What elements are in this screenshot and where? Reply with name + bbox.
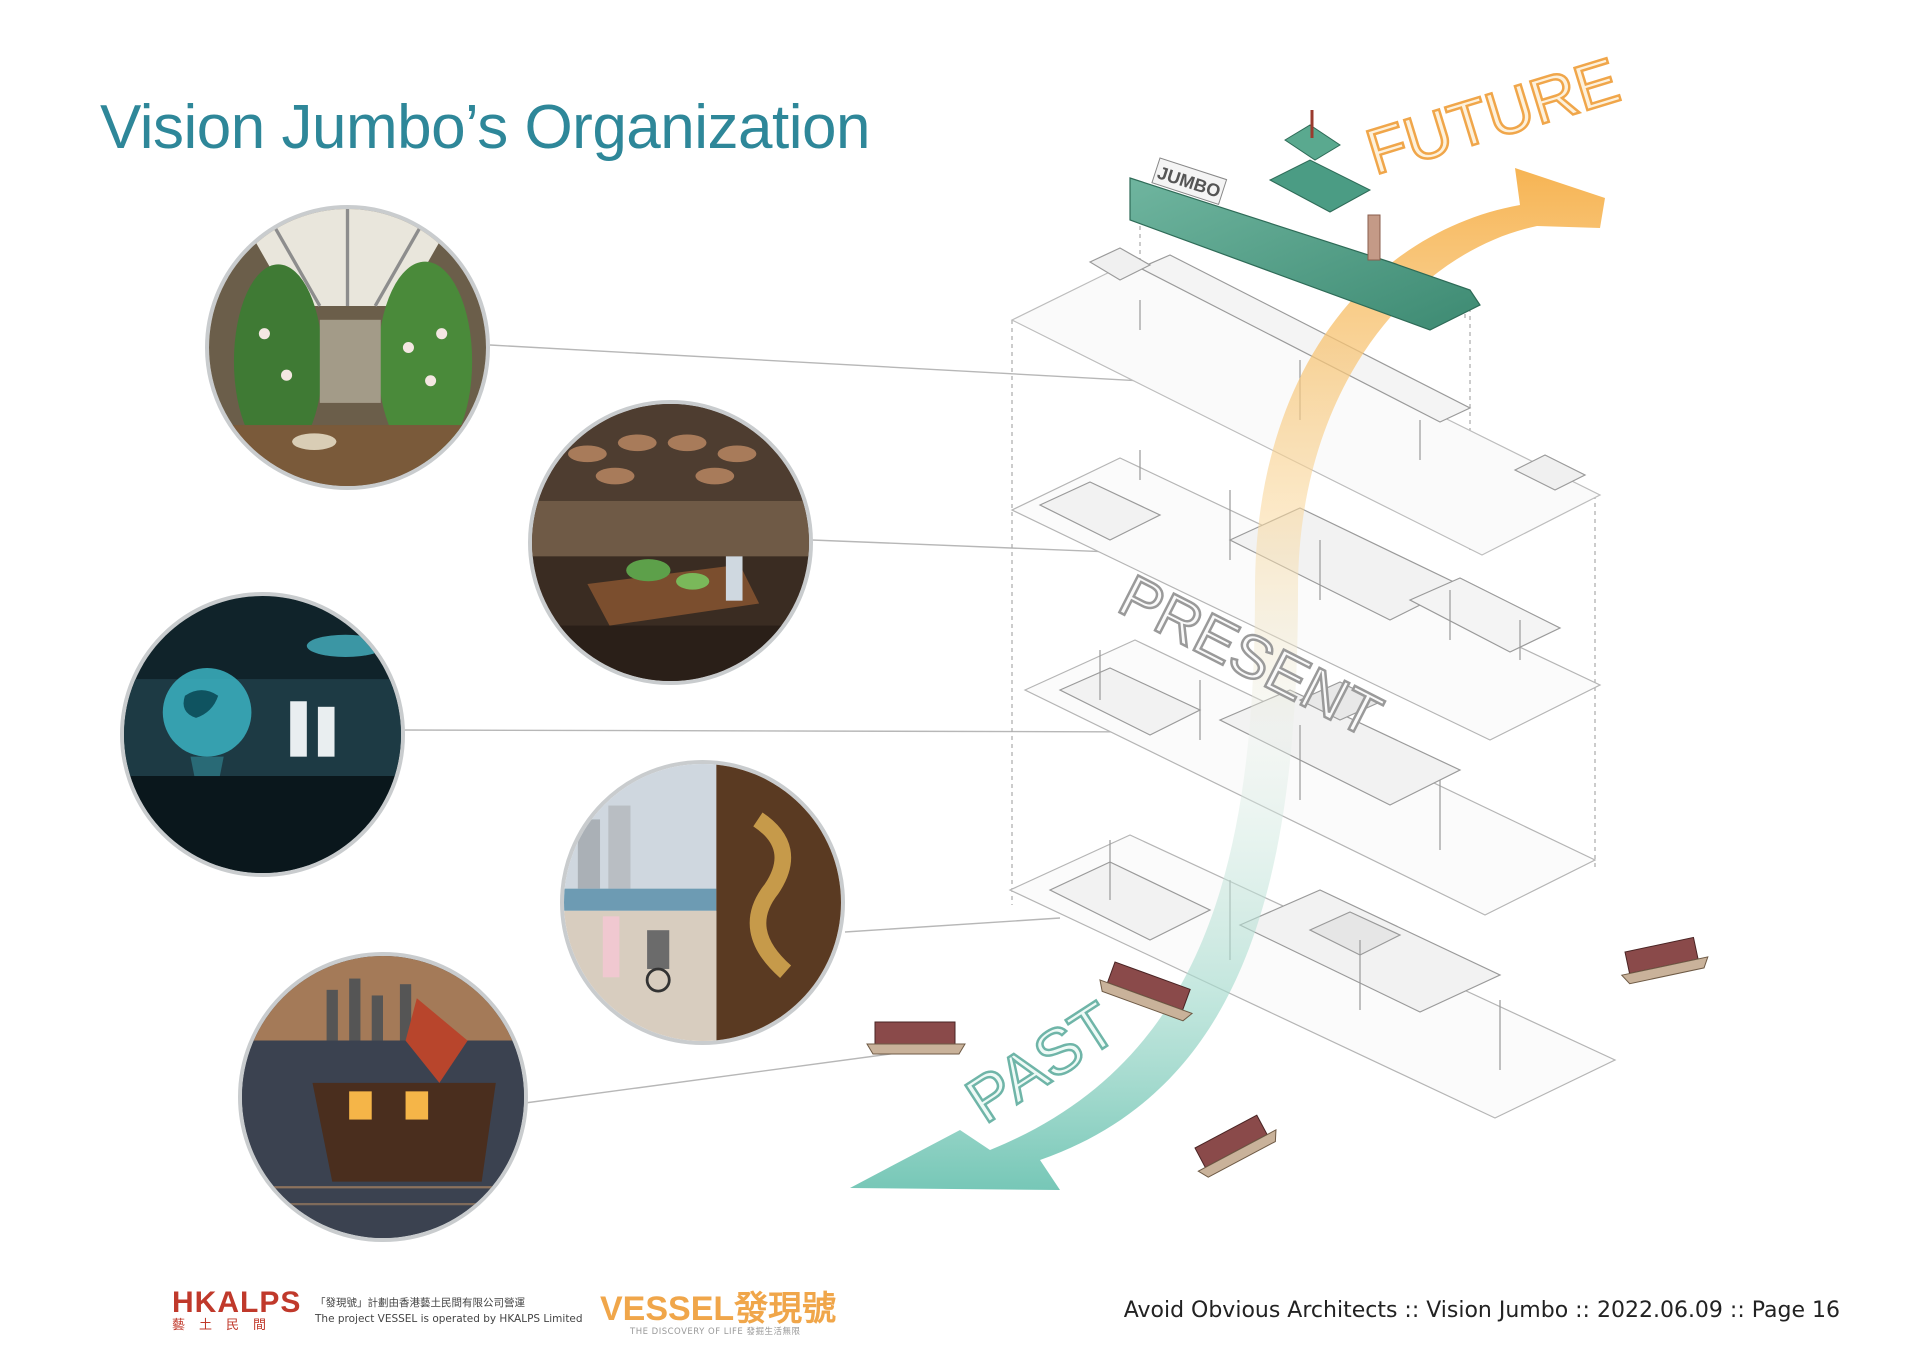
photo-indoor-garden: [205, 205, 490, 490]
leader-line-lower-floor: [844, 917, 1061, 933]
axonometric-floors: [1008, 210, 1617, 1119]
sampan-boats: [866, 936, 1709, 1178]
sampan-boat: [1099, 961, 1194, 1022]
sampan-boat: [1194, 1114, 1277, 1178]
vessel-logo: VESSEL發現號 THE DISCOVERY OF LIFE 發掘生活無限: [600, 1292, 836, 1338]
photo-accessible-walkway: [560, 760, 845, 1045]
sampan-boat: [1620, 936, 1709, 985]
photo-hologram-exhibit: [120, 592, 405, 877]
page-title: Vision Jumbo’s Organization: [100, 93, 870, 162]
photo-dining-hall: [528, 400, 813, 685]
time-arrow-shape: [850, 168, 1605, 1190]
boat-pagoda-roof: [1268, 159, 1372, 213]
jumbo-boat: JUMBO: [1129, 110, 1481, 331]
floor-lower: [1008, 834, 1617, 1119]
future-label: FUTURE: [1358, 44, 1627, 189]
hkalps-logo-chinese: 藝土民間: [172, 1318, 281, 1333]
boat-pagoda-top: [1284, 124, 1341, 161]
vessel-logo-name: VESSEL: [600, 1290, 735, 1328]
sampan-boat: [866, 1021, 966, 1055]
operator-note-english: The project VESSEL is operated by HKALPS…: [315, 1313, 583, 1325]
photo-harbour-sampan: [238, 952, 528, 1242]
hkalps-logo: HKALPS 藝土民間: [172, 1288, 301, 1334]
operator-note-chinese: 「發現號」計劃由香港藝土民間有限公司營運: [315, 1297, 525, 1309]
vessel-logo-chinese: 發現號: [734, 1290, 837, 1328]
vessel-tagline: THE DISCOVERY OF LIFE 發掘生活無限: [630, 1327, 801, 1337]
leader-line-middle-floor: [399, 729, 1186, 733]
boat-hull: [1129, 177, 1481, 331]
footer-credit: Avoid Obvious Architects :: Vision Jumbo…: [1123, 1298, 1840, 1323]
timeline-arrow: [850, 168, 1605, 1190]
leader-line-water: [524, 1051, 906, 1104]
hkalps-logo-name: HKALPS: [172, 1286, 302, 1319]
operator-note: 「發現號」計劃由香港藝土民間有限公司營運 The project VESSEL …: [315, 1295, 583, 1327]
